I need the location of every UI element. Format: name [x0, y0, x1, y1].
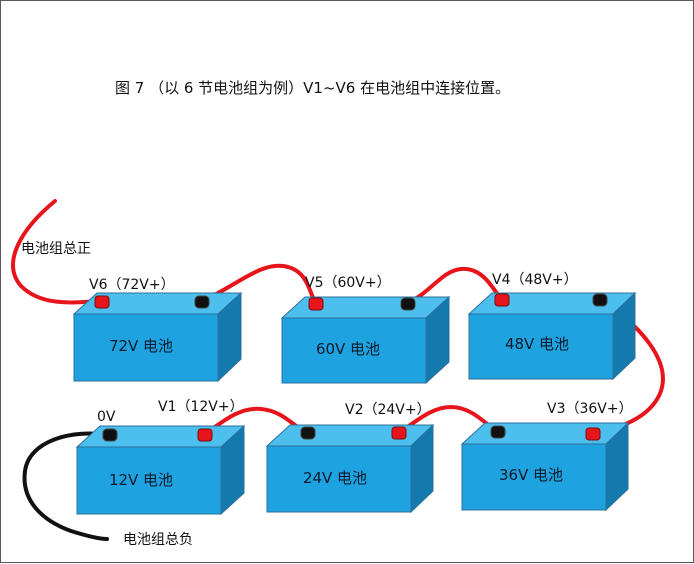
battery-48v: 48V 电池 — [467, 291, 637, 381]
positive-terminal — [585, 427, 601, 441]
positive-terminal — [308, 297, 324, 311]
battery-label: 36V 电池 — [499, 466, 563, 484]
battery-60v: 60V 电池 — [280, 295, 451, 385]
battery-label: 48V 电池 — [505, 335, 569, 353]
battery-label: 60V 电池 — [316, 340, 380, 358]
terminals — [94, 293, 608, 442]
positive-terminal — [197, 428, 213, 442]
terminal-label-v4: V4（48V+） — [492, 272, 578, 288]
terminal-label-v5: V5（60V+） — [305, 275, 391, 291]
positive-terminal — [94, 295, 110, 309]
battery-72v: 72V 电池 — [72, 291, 243, 383]
negative-terminal — [300, 426, 316, 440]
pack-negative-label: 电池组总负 — [123, 532, 193, 548]
battery-24v: 24V 电池 — [265, 423, 435, 514]
figure-caption: 图 7 （以 6 节电池组为例）V1~V6 在电池组中连接位置。 — [115, 79, 511, 97]
terminal-label-v1: V1（12V+） — [158, 399, 244, 415]
terminal-label-v6: V6（72V+） — [89, 277, 175, 293]
terminal-label-v3: V3（36V+） — [547, 401, 633, 417]
battery-label: 24V 电池 — [303, 469, 367, 487]
battery-12v: 12V 电池 — [75, 424, 246, 516]
battery-label: 12V 电池 — [109, 471, 173, 489]
negative-terminal — [592, 293, 608, 307]
positive-terminal — [391, 426, 407, 440]
pack-positive-label: 电池组总正 — [21, 241, 91, 257]
pack-positive-wire — [11, 199, 103, 305]
negative-terminal — [490, 425, 506, 439]
wire-60v-48v — [405, 266, 503, 305]
negative-terminal — [400, 297, 416, 311]
battery-36v: 36V 电池 — [460, 421, 630, 512]
pack-negative-wire — [22, 431, 111, 541]
terminal-label-v2: V2（24V+） — [345, 402, 431, 418]
negative-terminal — [102, 428, 118, 442]
terminal-label-0v: 0V — [97, 409, 116, 425]
negative-terminal — [194, 295, 210, 309]
positive-terminal — [494, 293, 510, 307]
wire-72v-60v — [200, 263, 317, 304]
battery-label: 72V 电池 — [109, 337, 173, 355]
